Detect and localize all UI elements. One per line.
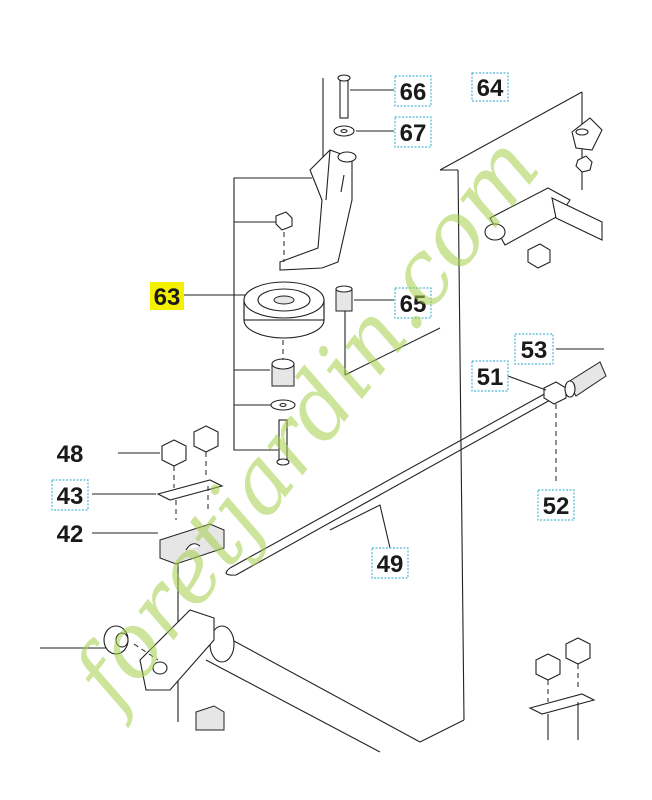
pulley-63 xyxy=(243,281,325,339)
assembly-bracket xyxy=(182,177,312,451)
tension-rod-49 xyxy=(225,391,553,576)
callout-66: 66 xyxy=(400,79,427,106)
callout-labels: 66 67 64 63 65 53 51 48 43 42 52 49 xyxy=(57,75,570,578)
washer-67 xyxy=(333,125,355,137)
spring-53 xyxy=(564,361,607,398)
nut-51 xyxy=(543,381,567,405)
clamp-42 xyxy=(159,523,225,565)
frame-lines xyxy=(40,78,583,743)
plate-43 xyxy=(156,479,224,520)
watermark-logo: foretjardin.com xyxy=(49,117,560,730)
bracket-64-parts xyxy=(484,117,603,269)
nuts-48 xyxy=(161,425,219,488)
callout-51: 51 xyxy=(477,364,504,391)
washer-lower xyxy=(270,399,296,411)
lower-right-parts xyxy=(528,637,596,740)
callout-49: 49 xyxy=(377,551,404,578)
callout-53: 53 xyxy=(521,337,548,364)
callout-64: 64 xyxy=(477,75,504,102)
lower-axle xyxy=(103,609,421,753)
callout-67: 67 xyxy=(400,120,427,147)
callout-boxes xyxy=(51,72,575,579)
callout-52: 52 xyxy=(543,493,570,520)
callout-43: 43 xyxy=(57,483,84,510)
callout-42: 42 xyxy=(57,521,84,548)
callout-48: 48 xyxy=(57,441,84,468)
bolt-66 xyxy=(337,74,351,119)
idler-arm-bracket xyxy=(279,149,357,271)
bolt-lower xyxy=(276,419,290,466)
callout-63: 63 xyxy=(154,284,181,311)
spacer-65 xyxy=(335,285,353,312)
leader-lines xyxy=(92,89,604,549)
callout-65: 65 xyxy=(400,291,427,318)
bushing-lower xyxy=(271,340,295,387)
nut-top xyxy=(275,211,293,262)
